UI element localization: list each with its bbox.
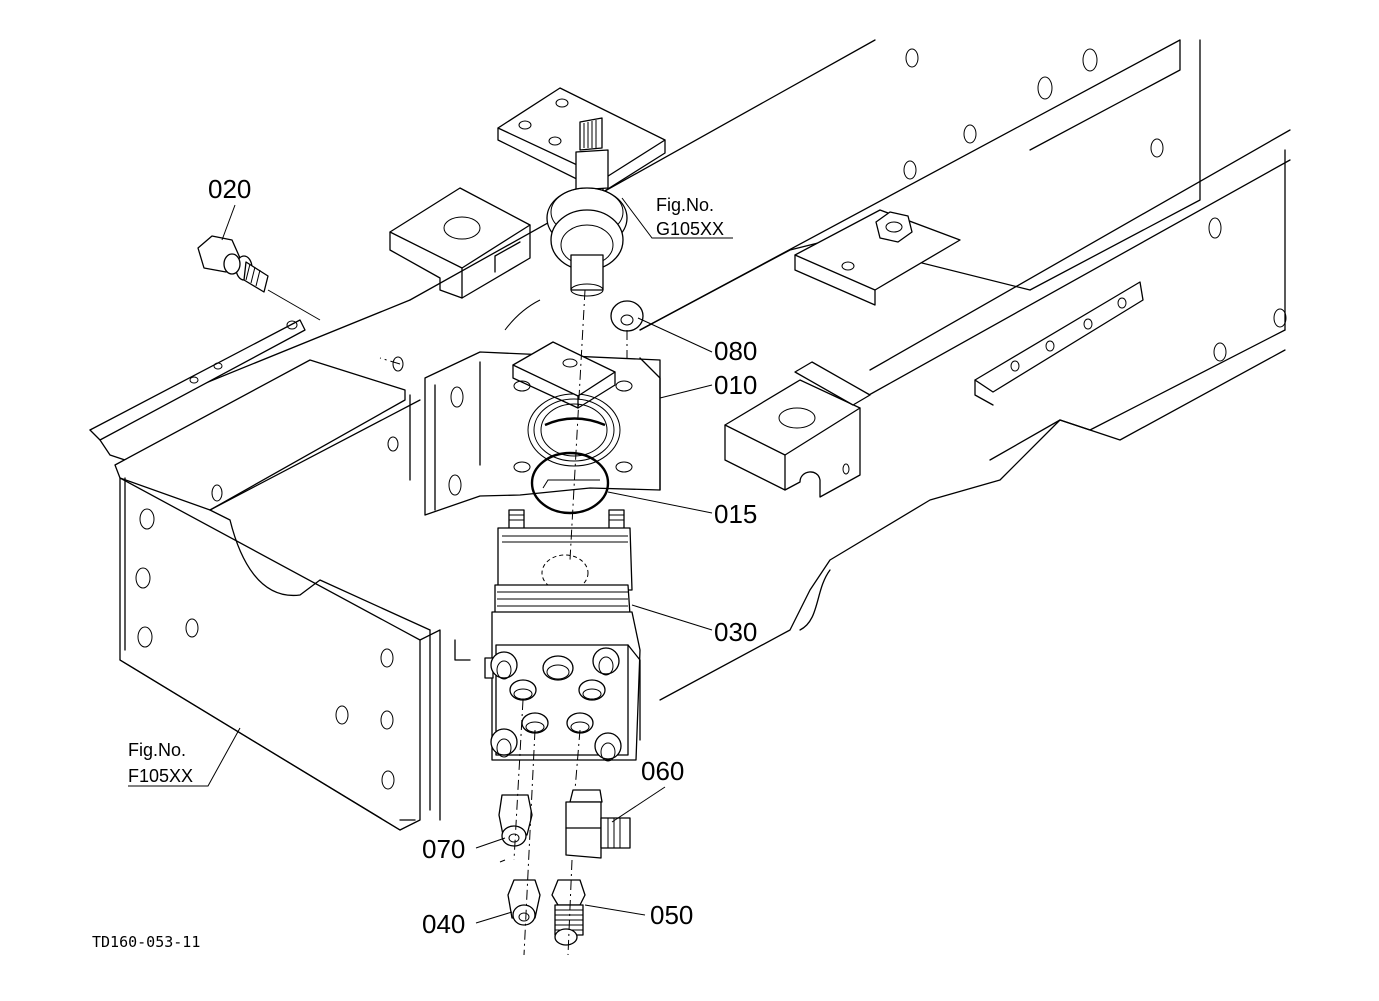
drive-shaft-coupling: [546, 117, 628, 297]
callout-020: 020: [208, 174, 251, 204]
callout-010: 010: [714, 370, 757, 400]
fitting-070: [498, 794, 533, 847]
figure-reference-f105xx: Fig.No. F105XX: [128, 740, 193, 786]
callout-labels: 020 080 010 015 030 060 070 040 050: [208, 174, 757, 939]
leader-lines: [128, 197, 733, 924]
callout-070: 070: [422, 834, 465, 864]
drawing-code: TD160-053-11: [92, 933, 200, 951]
fitting-040: [507, 879, 541, 926]
callout-060: 060: [641, 756, 684, 786]
chassis-frame: [89, 39, 1291, 831]
right-support-block: [724, 361, 871, 498]
elbow-fitting-060: [565, 789, 631, 859]
o-ring-015: [530, 451, 610, 515]
cap-080: [610, 300, 644, 360]
callout-080: 080: [714, 336, 757, 366]
figure-reference-g105xx: Fig.No. G105XX: [656, 195, 724, 239]
callout-015: 015: [714, 499, 757, 529]
assembly-centerlines: [379, 289, 586, 956]
bolt-020: [197, 235, 321, 321]
hydraulic-pump-030: [484, 509, 641, 762]
figref-number: G105XX: [656, 219, 724, 239]
callout-040: 040: [422, 909, 465, 939]
callout-030: 030: [714, 617, 757, 647]
nut: [875, 211, 913, 243]
callout-050: 050: [650, 900, 693, 930]
left-support-block: [389, 187, 531, 299]
figref-label: Fig.No.: [128, 740, 186, 760]
bracket-010: [424, 299, 661, 516]
figref-label: Fig.No.: [656, 195, 714, 215]
figref-number: F105XX: [128, 766, 193, 786]
